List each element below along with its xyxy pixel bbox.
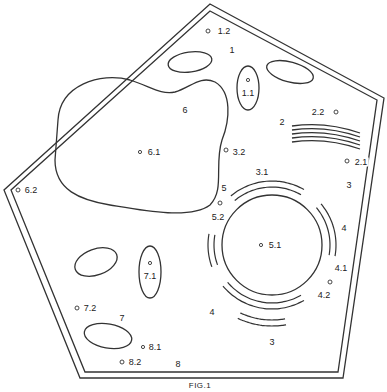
callout-number: 3 [345,181,352,190]
marker-dot [75,306,79,310]
endoplasmic-reticulum [238,318,286,326]
callout-number: 4.1 [334,264,349,273]
vacuole [55,78,228,213]
callout-number: 5.1 [268,241,283,250]
endoplasmic-reticulum [208,234,212,267]
endoplasmic-reticulum [240,313,285,320]
chloroplast [237,66,259,110]
chloroplast [82,320,133,352]
chloroplast [167,49,213,75]
callout-number: 8.1 [148,343,163,352]
endoplasmic-reticulum [235,187,301,201]
marker-dot [138,150,141,153]
marker-dot [120,360,124,364]
endoplasmic-reticulum [231,181,304,196]
callout-number: 8 [174,360,181,369]
callout-number: 1.2 [217,27,232,36]
callout-number: 1.1 [241,89,256,98]
callout-number: 8.2 [128,358,143,367]
callout-number: 5.2 [211,213,226,222]
chloroplast [71,242,121,281]
chloroplast [264,56,316,88]
marker-dot [246,78,249,81]
marker-dot [148,261,151,264]
callout-number: 7.1 [143,272,158,281]
callout-number: 3 [268,338,275,347]
callout-number: 1 [228,46,235,55]
callout-number: 5 [220,184,227,193]
marker-dot [206,29,210,33]
callout-number: 3.2 [232,148,247,157]
golgi-body [292,141,360,149]
callout-number: 6 [181,106,188,115]
endoplasmic-reticulum [321,204,336,256]
callout-number: 4 [340,224,347,233]
callout-number: 4 [208,308,215,317]
nucleus [222,195,322,295]
callout-number: 6.1 [147,148,162,157]
callout-number: 7.2 [83,304,98,313]
endoplasmic-reticulum [223,286,304,309]
marker-dot [328,280,332,284]
marker-dot [224,148,228,152]
cell-wall [4,4,384,378]
callout-number: 2 [278,118,285,127]
marker-dot [334,110,338,114]
callout-number: 2.2 [311,108,326,117]
marker-dot [16,188,20,192]
callout-number: 3.1 [255,168,270,177]
marker-dot [141,345,144,348]
figure-caption: FIG.1 [188,382,213,390]
callout-number: 4.2 [317,291,332,300]
chloroplast [139,246,161,298]
cell-membrane [11,11,377,372]
callout-number: 6.2 [24,186,39,195]
endoplasmic-reticulum [214,235,217,265]
callout-number: 7 [118,314,125,323]
callout-number: 2.1 [354,158,369,167]
marker-dot [259,243,262,246]
marker-dot [345,159,349,163]
marker-dot [218,201,222,205]
